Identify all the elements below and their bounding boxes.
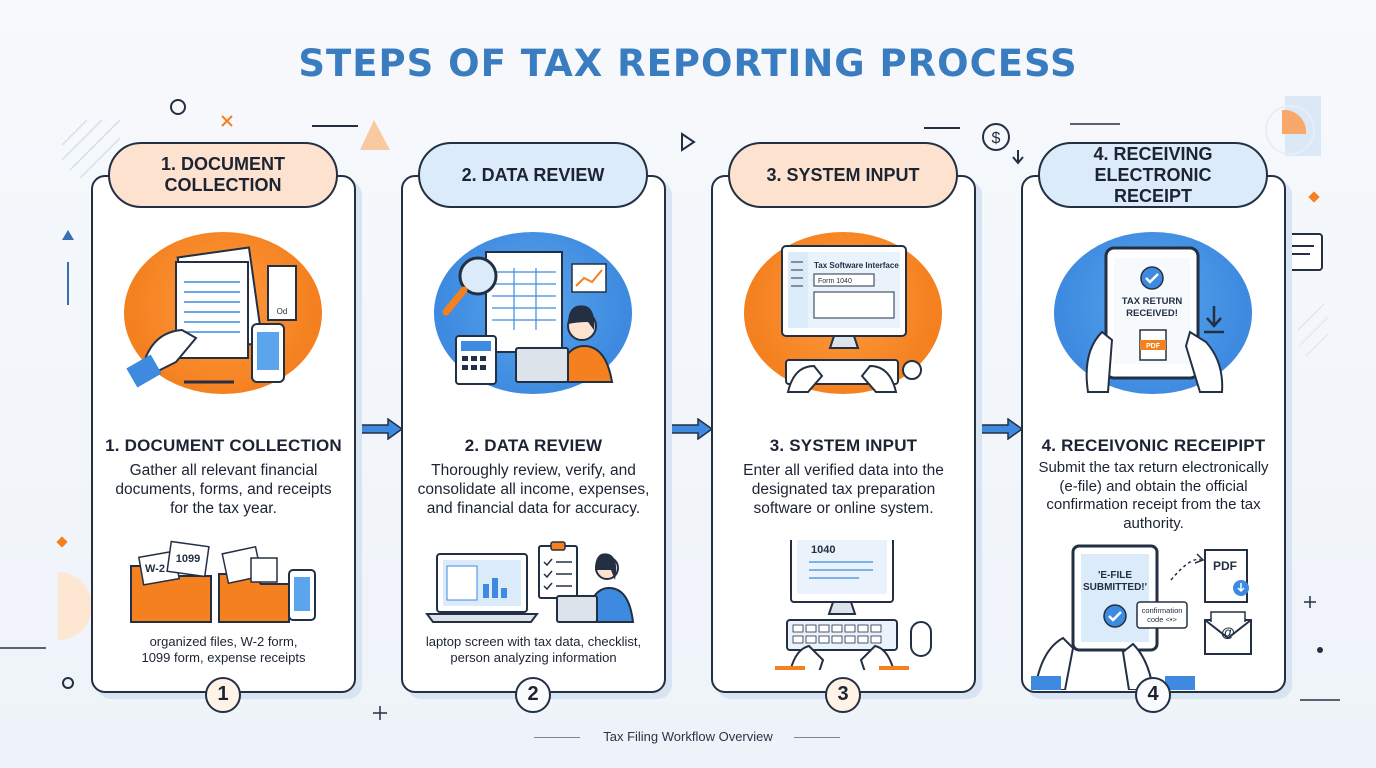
step-2-laptop-checklist-illustration	[401, 540, 666, 640]
1099-form-label: 1099	[176, 553, 200, 565]
w2-form-label: W-2	[145, 563, 165, 575]
step-4-title-pill: 4. RECEIVING ELECTRONIC RECEIPT	[1038, 142, 1268, 208]
email-at-icon: @	[1221, 624, 1235, 640]
flow-arrow-2-3	[667, 418, 714, 440]
step-1-title-pill: 1. DOCUMENT COLLECTION	[108, 142, 338, 208]
step-4-efile-illustration: PDF @ 'E-FILE SUBMITTED!' confirmation c…	[1021, 540, 1286, 690]
footer-rule-left	[534, 737, 580, 738]
page-title: STEPS OF TAX REPORTING PROCESS	[298, 42, 1078, 85]
step-1-files-illustration: W-2 1099	[91, 540, 356, 640]
flow-arrow-3-4	[977, 418, 1024, 440]
step-2-caption: laptop screen with tax data, checklist, …	[425, 634, 642, 665]
footer-rule-right	[794, 737, 840, 738]
step-2-description: Thoroughly review, verify, and consolida…	[417, 462, 650, 517]
step-1-number-badge: 1	[205, 677, 241, 713]
data-review-illustration	[434, 232, 632, 394]
step-3-description: Enter all verified data into the designa…	[743, 462, 944, 517]
flow-arrow-1-2	[357, 418, 404, 440]
step-4-description: Submit the tax return electronically (e-…	[1038, 459, 1269, 532]
receipt-label: Od	[277, 307, 288, 316]
electronic-receipt-illustration: PDF TAX RETURN RECEIVED!	[1054, 232, 1252, 394]
document-collection-illustration: Od	[124, 232, 322, 394]
efile-submitted-label: 'E-FILE SUBMITTED!'	[1082, 570, 1148, 593]
pdf-document-label: PDF	[1213, 559, 1237, 573]
step-4-heading: 4. RECEIVONIC RECEIPIPT	[1041, 436, 1266, 455]
step-1-heading: 1. DOCUMENT COLLECTION	[105, 436, 342, 455]
step-1-caption: organized files, W-2 form, 1099 form, ex…	[141, 634, 306, 665]
footer-caption: Tax Filing Workflow Overview	[603, 729, 773, 744]
step-3-computer-illustration: 1040	[711, 540, 976, 670]
tablet-pdf-badge: PDF	[1146, 343, 1161, 350]
system-input-illustration: Tax Software Interface Form 1040	[744, 232, 942, 394]
step-2-title-pill: 2. DATA REVIEW	[418, 142, 648, 208]
step-1-description: Gather all relevant financial documents,…	[115, 462, 332, 517]
screen-title-text: Tax Software Interface	[814, 261, 899, 270]
screen-field-text: Form 1040	[818, 278, 852, 285]
step-3-heading: 3. SYSTEM INPUT	[769, 436, 918, 455]
step-3-title-pill: 3. SYSTEM INPUT	[728, 142, 958, 208]
step-2-number-badge: 2	[515, 677, 551, 713]
monitor-form-label: 1040	[811, 544, 835, 556]
step-4-number-badge: 4	[1135, 677, 1171, 713]
step-3-number-badge: 3	[825, 677, 861, 713]
step-2-heading: 2. DATA REVIEW	[464, 436, 603, 455]
svg-text:$: $	[992, 130, 1001, 147]
tablet-received-label: TAX RETURN RECEIVED!	[1121, 296, 1183, 319]
confirmation-code-label: confirmation code <•>	[1141, 606, 1183, 624]
